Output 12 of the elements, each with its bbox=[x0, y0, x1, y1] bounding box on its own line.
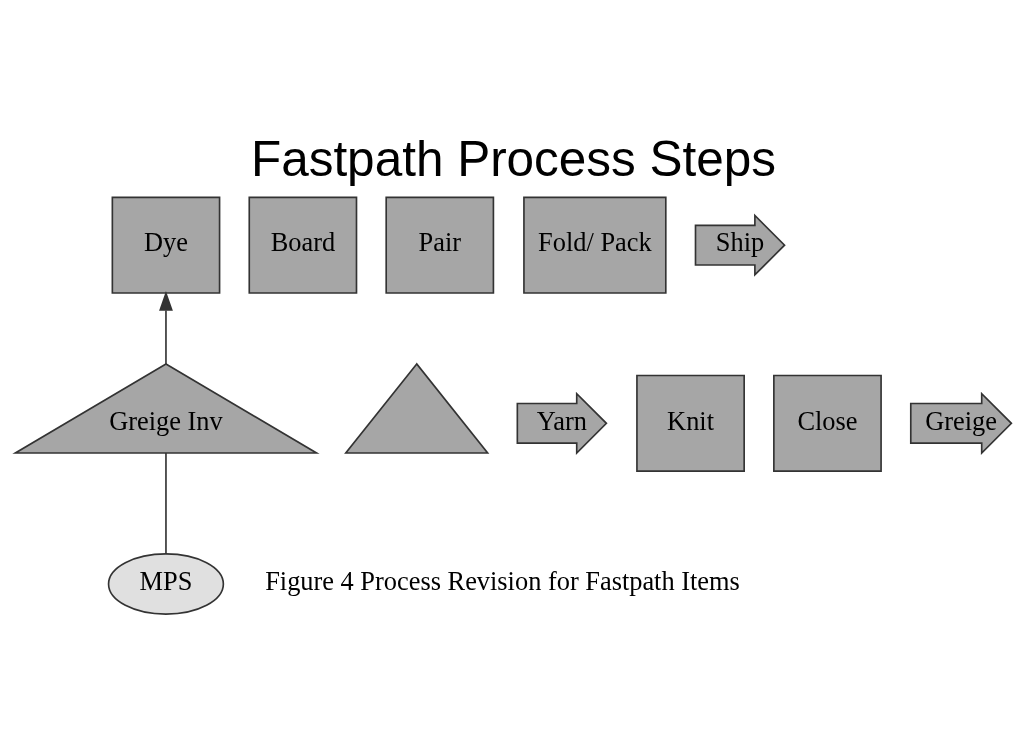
node-box: Close bbox=[772, 374, 882, 472]
node-box: Board bbox=[247, 196, 357, 294]
caption: Figure 4 Process Revision for Fastpath Items bbox=[264, 566, 740, 597]
diagram-title: Fastpath Process Steps bbox=[250, 130, 776, 186]
connector bbox=[164, 452, 167, 555]
node-box: Knit bbox=[635, 374, 745, 472]
node-box: Pair bbox=[384, 196, 494, 294]
node-ellipse: MPS bbox=[107, 553, 224, 615]
node-box: Dye bbox=[111, 196, 220, 294]
arrow bbox=[158, 290, 173, 365]
node-box: Fold/ Pack bbox=[522, 196, 667, 294]
node-triangle bbox=[343, 362, 489, 454]
